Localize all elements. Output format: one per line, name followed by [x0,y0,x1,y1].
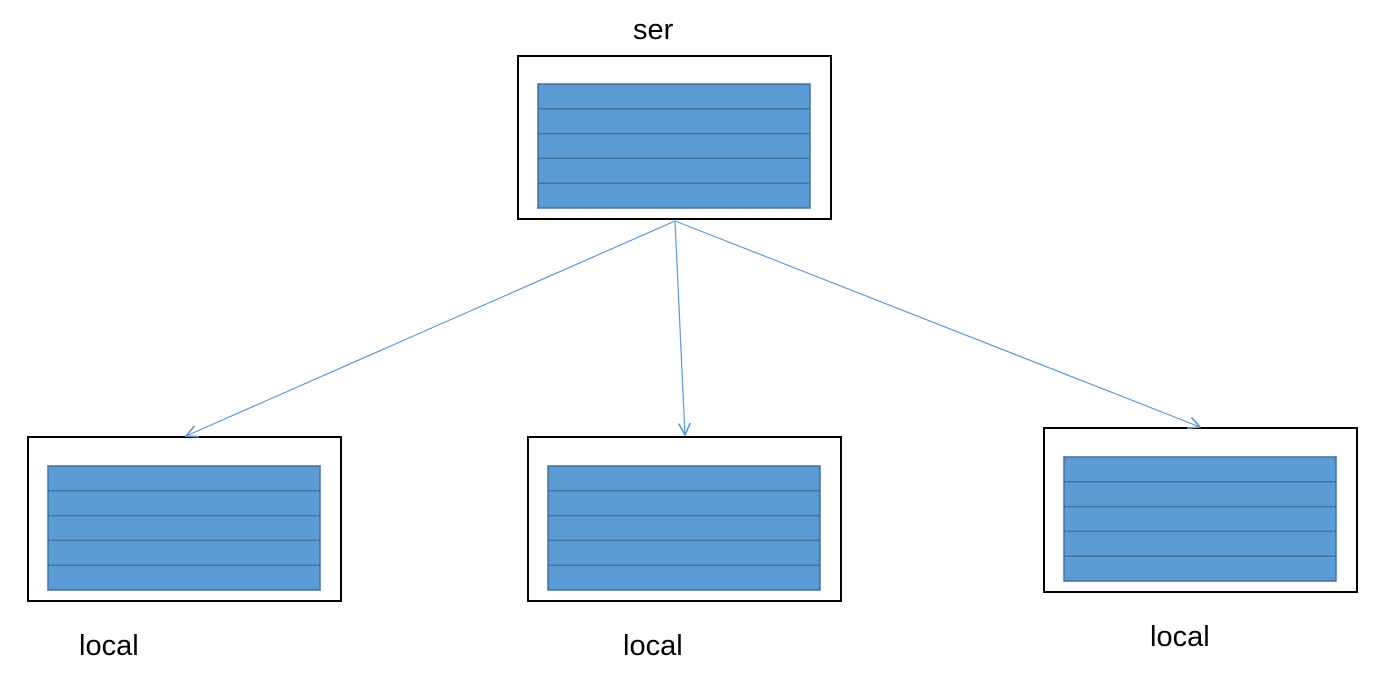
client-table-2 [547,465,821,591]
arrow-to-client-2 [674,220,685,435]
client-node-1 [27,436,342,602]
client-table-3 [1063,456,1337,582]
client-node-2 [527,436,842,602]
client-table-1 [47,465,321,591]
arrow-to-client-3 [674,220,1200,427]
table-body [547,465,821,591]
arrow-to-client-1 [186,220,676,436]
table-body [47,465,321,591]
server-node [517,55,832,220]
client-label-1: local [79,630,139,662]
client-node-3 [1043,427,1358,593]
server-label: ser [633,14,674,46]
table-body [1063,456,1337,582]
table-body [537,83,811,209]
server-table [537,83,811,209]
client-label-2: local [623,630,683,662]
client-label-3: local [1150,621,1210,653]
